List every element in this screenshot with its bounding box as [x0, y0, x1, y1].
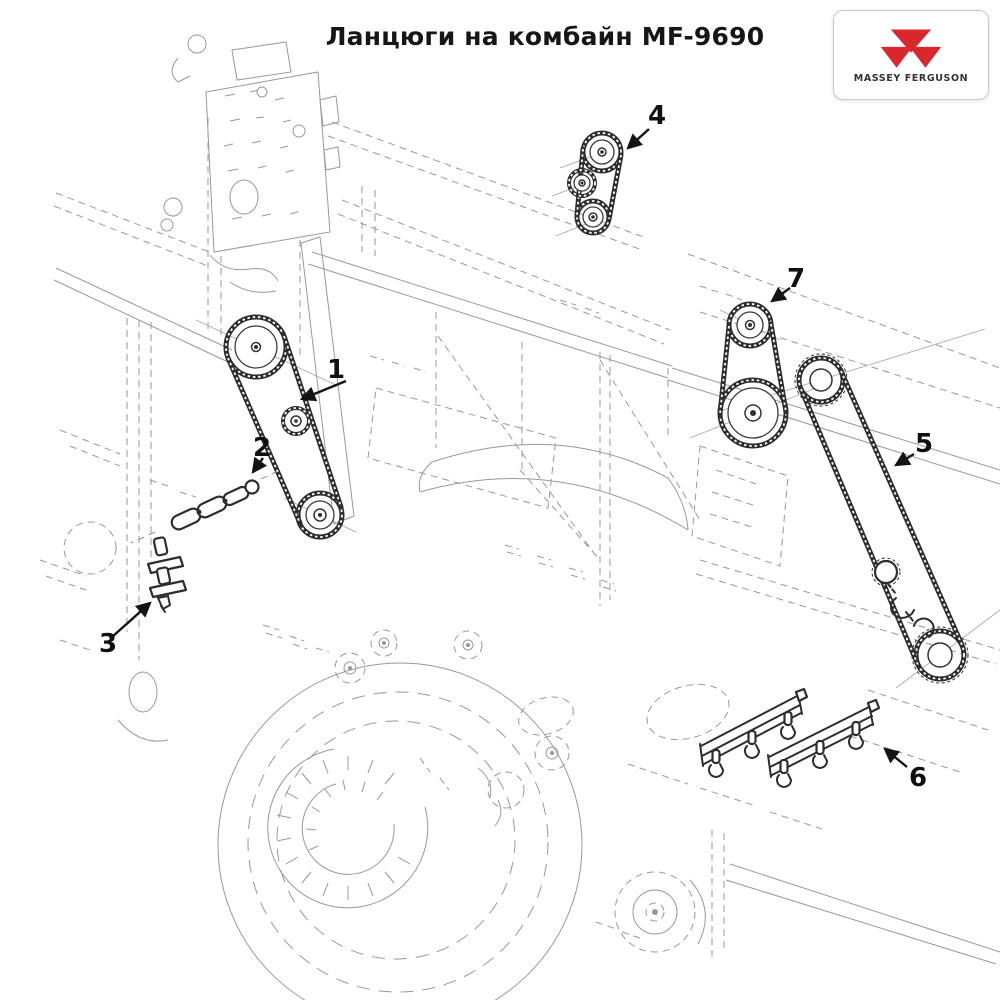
massey-ferguson-logo: MASSEY FERGUSON [833, 10, 989, 100]
callout-arrow-3 [111, 601, 152, 638]
callout-label-6: 6 [908, 763, 928, 793]
slat-bars-6 [699, 687, 881, 788]
chain-assembly-7 [717, 301, 789, 449]
chain-links-2 [130, 471, 277, 544]
hatch-marks [262, 544, 617, 653]
emblem-triangle-left [880, 46, 913, 68]
callout-label-5: 5 [914, 429, 934, 459]
drum-tube [418, 443, 689, 531]
logo-brand-text: MASSEY FERGUSON [853, 72, 969, 84]
chain-assembly-1 [223, 314, 345, 540]
emblem-triangle-top [890, 29, 932, 53]
engine-block [160, 34, 341, 356]
emblem-triangle-right [909, 46, 942, 68]
page-title: Ланцюги на комбайн MF-9690 [325, 22, 765, 51]
callout-label-1: 1 [326, 355, 346, 385]
callout-label-4: 4 [647, 101, 667, 131]
callout-arrow-1 [299, 379, 347, 402]
callout-label-3: 3 [98, 629, 118, 659]
shaft-axis-lines [551, 151, 817, 439]
front-tire [217, 662, 583, 1000]
left-frame [39, 192, 357, 742]
callout-arrows [111, 128, 915, 768]
massey-ferguson-triple-triangle-icon [880, 29, 942, 68]
rear-wheel [614, 830, 1000, 965]
callout-arrow-4 [626, 128, 650, 150]
callout-arrow-2 [251, 456, 268, 474]
idler-pulleys [334, 629, 570, 809]
callout-label-7: 7 [786, 264, 806, 294]
chain-assembly-5 [794, 353, 969, 684]
callout-arrow-6 [883, 747, 908, 768]
callout-arrow-7 [770, 286, 791, 303]
callout-arrow-5 [894, 451, 915, 467]
chain-assembly-4 [567, 130, 624, 236]
right-frame [518, 285, 1000, 939]
callout-label-2: 2 [252, 433, 272, 463]
main-truss [307, 121, 1000, 606]
link-stack-3 [146, 536, 188, 613]
